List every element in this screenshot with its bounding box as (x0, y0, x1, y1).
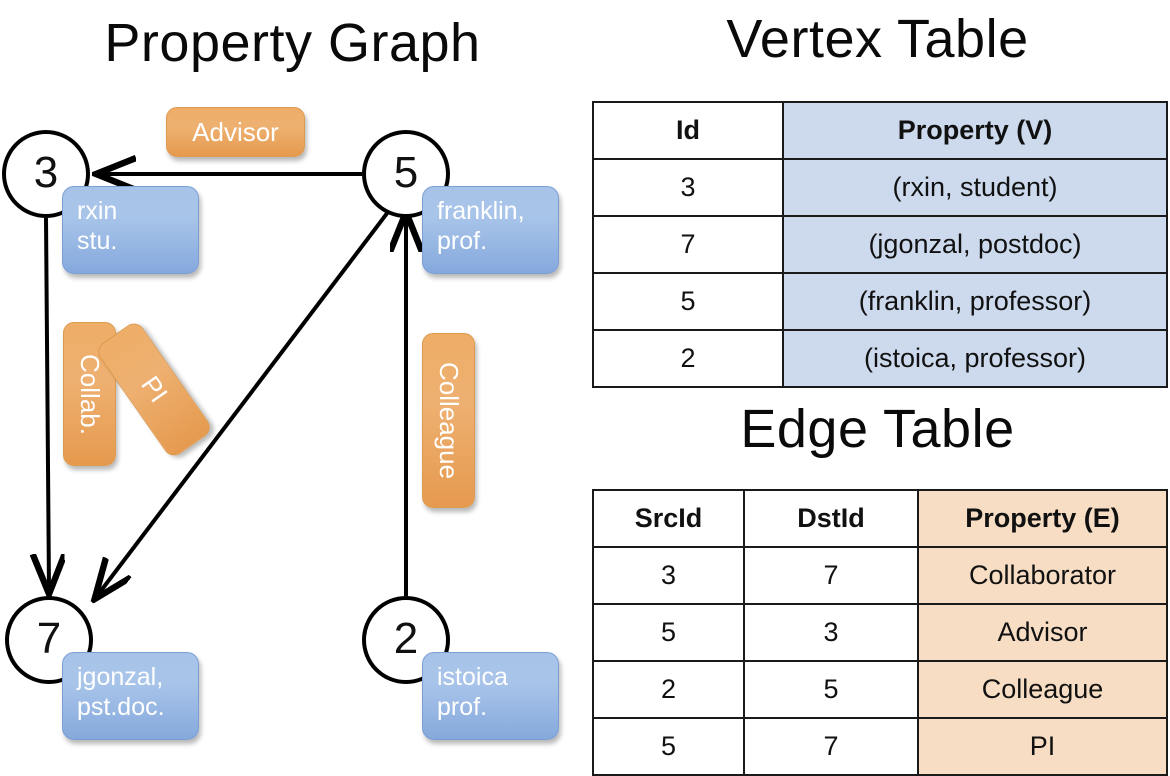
property-graph-diagram: 3 5 7 2 rxin stu. franklin, prof. jgonza… (0, 0, 585, 760)
edge-table: SrcId DstId Property (E) 3 7 Collaborato… (592, 489, 1168, 776)
vertex-cell-property: (franklin, professor) (782, 272, 1168, 331)
graph-node-2[interactable]: 2 (362, 596, 450, 684)
node-property-line-1: rxin (77, 197, 118, 225)
node-property-line-1: istoica (437, 663, 508, 691)
vertex-cell-id: 7 (592, 215, 784, 274)
edge-label-box-advisor: Advisor (166, 107, 305, 157)
edge-cell-src: 5 (592, 717, 745, 776)
node-property-box-5: franklin, prof. (422, 186, 559, 274)
vertex-cell-id: 2 (592, 329, 784, 388)
edge-cell-dst: 5 (743, 660, 919, 719)
table-row: 5 3 Advisor (592, 603, 1168, 662)
node-property-line-2: prof. (437, 692, 488, 721)
table-row: 5 7 PI (592, 717, 1168, 776)
edge-table-header-property: Property (E) (917, 489, 1168, 548)
table-row: 5 (franklin, professor) (592, 272, 1168, 331)
table-row: 2 5 Colleague (592, 660, 1168, 719)
edge-cell-src: 5 (592, 603, 745, 662)
edge-label-text: Advisor (192, 116, 279, 147)
node-property-box-2: istoica prof. (422, 652, 559, 740)
edge-label-text: Collab. (75, 353, 105, 435)
page-title-edge-table: Edge Table (740, 399, 1015, 459)
edge-table-header-dstid: DstId (743, 489, 919, 548)
page-title-property-graph: Property Graph (104, 13, 481, 73)
edge-cell-property: Colleague (917, 660, 1168, 719)
edge-cell-property: PI (917, 717, 1168, 776)
vertex-cell-property: (istoica, professor) (782, 329, 1168, 388)
edge-label-text: Colleague (434, 361, 464, 480)
table-row: 7 (jgonzal, postdoc) (592, 215, 1168, 274)
node-property-box-7: jgonzal, pst.doc. (62, 652, 199, 740)
vertex-cell-id: 5 (592, 272, 784, 331)
graph-node-id-label: 7 (36, 614, 62, 664)
edge-label-text: PI (135, 370, 174, 408)
edge-cell-dst: 3 (743, 603, 919, 662)
edge-line-pi (97, 210, 390, 596)
edge-cell-dst: 7 (743, 717, 919, 776)
vertex-cell-id: 3 (592, 158, 784, 217)
edge-cell-src: 2 (592, 660, 745, 719)
edge-cell-dst: 7 (743, 546, 919, 605)
table-row: 2 (istoica, professor) (592, 329, 1168, 388)
node-property-line-1: jgonzal, (77, 663, 164, 691)
graph-node-id-label: 3 (33, 148, 59, 198)
node-property-box-3: rxin stu. (62, 186, 199, 274)
vertex-cell-property: (rxin, student) (782, 158, 1168, 217)
node-property-line-2: stu. (77, 226, 118, 255)
vertex-cell-property: (jgonzal, postdoc) (782, 215, 1168, 274)
edge-cell-property: Collaborator (917, 546, 1168, 605)
graph-node-id-label: 2 (393, 614, 419, 664)
edge-cell-property: Advisor (917, 603, 1168, 662)
vertex-table: Id Property (V) 3 (rxin, student) 7 (jgo… (592, 101, 1168, 388)
table-row: 3 (rxin, student) (592, 158, 1168, 217)
page-title-vertex-table: Vertex Table (726, 9, 1029, 69)
vertex-table-header-row: Id Property (V) (592, 101, 1168, 160)
graph-edge-lines (0, 0, 585, 760)
edge-line-collab (46, 217, 49, 590)
vertex-table-header-property: Property (V) (782, 101, 1168, 160)
graph-node-id-label: 5 (393, 148, 419, 198)
node-property-line-1: franklin, (437, 197, 525, 225)
node-property-line-2: prof. (437, 226, 488, 255)
table-row: 3 7 Collaborator (592, 546, 1168, 605)
edge-table-header-srcid: SrcId (592, 489, 745, 548)
vertex-table-header-id: Id (592, 101, 784, 160)
edge-table-header-row: SrcId DstId Property (E) (592, 489, 1168, 548)
edge-cell-src: 3 (592, 546, 745, 605)
node-property-line-2: pst.doc. (77, 692, 165, 721)
edge-label-box-colleague: Colleague (422, 333, 475, 508)
